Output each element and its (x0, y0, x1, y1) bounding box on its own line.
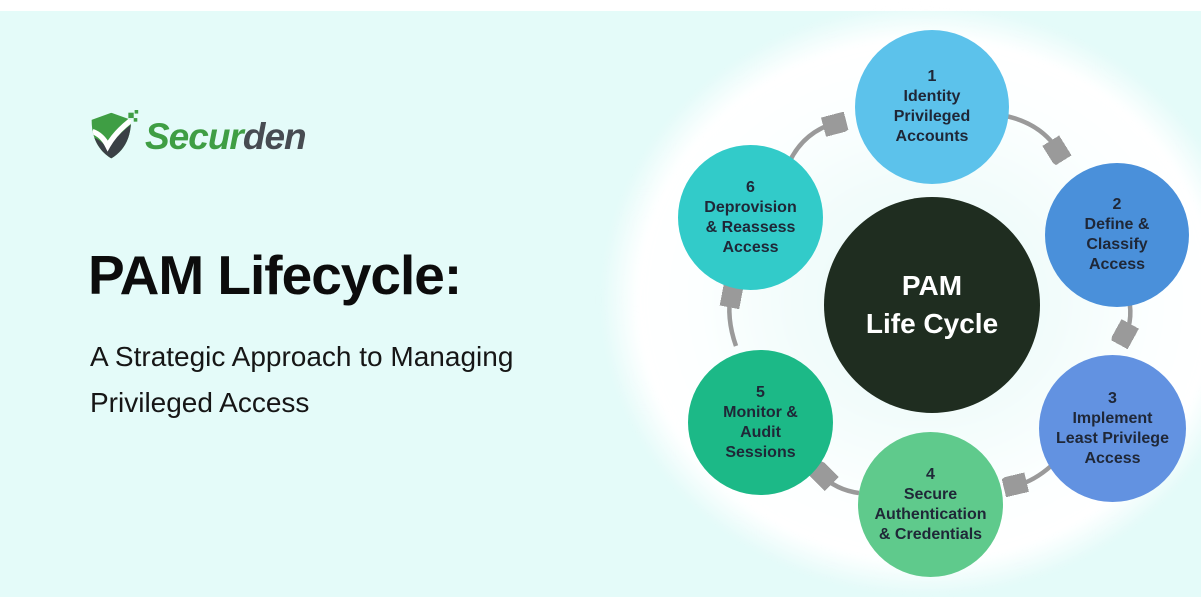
step-number: 4 (926, 465, 935, 483)
step-circle-6: 6 Deprovision & Reassess Access (678, 145, 823, 290)
arrow-step5-to-step6 (729, 292, 736, 347)
step-number: 5 (756, 383, 765, 401)
step-label: Define & Classify Access (1084, 216, 1150, 273)
shield-check-icon (91, 110, 139, 159)
securden-logo: Securden (88, 108, 307, 164)
step-label: Secure Authentication & Credentials (874, 485, 987, 543)
step-circle-3: 3 Implement Least Privilege Access (1039, 355, 1186, 502)
logo-wordmark: Securden (145, 116, 307, 157)
step-number: 3 (1108, 389, 1117, 407)
step-label: Identity Privileged Accounts (893, 88, 971, 145)
bottom-white-strip (0, 597, 1201, 601)
arrow-step3-to-step4 (1012, 464, 1053, 487)
step-circle-2: 2 Define & Classify Access (1045, 163, 1189, 307)
logo-text-green: Secur (145, 116, 244, 157)
step-label: Monitor & Audit Sessions (723, 403, 798, 461)
step-label: Implement Least Privilege Access (1056, 409, 1169, 467)
step-label: Deprovision & Reassess Access (704, 198, 797, 256)
step-number: 2 (1112, 196, 1122, 213)
arrow-step1-to-step2 (999, 112, 1060, 153)
logo-text-dark: den (242, 116, 307, 157)
step-circle-1: 1 Identity Privileged Accounts (855, 30, 1009, 184)
center-hub-circle: PAM Life Cycle (824, 197, 1040, 413)
step-circle-4: 4 Secure Authentication & Credentials (858, 432, 1003, 577)
step-circle-5: 5 Monitor & Audit Sessions (688, 350, 833, 495)
step-number: 1 (927, 68, 937, 85)
page-title: PAM Lifecycle: (88, 244, 462, 306)
page-subtitle: A Strategic Approach to Managing Privile… (90, 341, 514, 418)
top-white-strip (0, 0, 1201, 11)
step-number: 6 (746, 178, 755, 196)
arrow-step4-to-step5 (820, 474, 860, 496)
center-hub-label: PAM Life Cycle (865, 270, 999, 339)
